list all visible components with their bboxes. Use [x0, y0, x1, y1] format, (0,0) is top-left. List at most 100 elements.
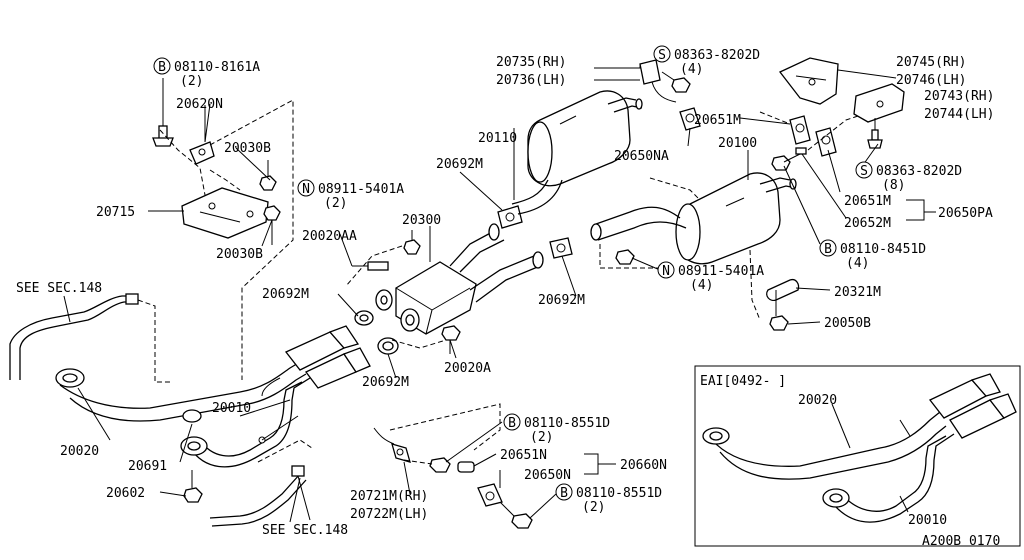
label-20030b-top: 20030B — [224, 141, 271, 156]
gasket-20691 — [182, 409, 202, 423]
label-20746-lh: 20746(LH) — [896, 73, 966, 88]
label-20715: 20715 — [96, 205, 135, 220]
label-08110-8161a-qty: (2) — [180, 74, 203, 89]
label-08110-8551d-upper-qty: (2) — [530, 430, 553, 445]
hanger-20650n — [477, 483, 503, 507]
label-20650n: 20650N — [524, 468, 571, 483]
label-20652m: 20652M — [844, 216, 891, 231]
label-08110-8551d-upper: 08110-8551D — [524, 416, 610, 431]
badge-b-08110-8161a: B — [153, 57, 171, 75]
heat-shield-20745 — [778, 57, 839, 105]
label-08911-5401a-right: 08911-5401A — [678, 264, 764, 279]
nut-20602 — [183, 470, 203, 503]
label-08110-8451d: 08110-8451D — [840, 242, 926, 257]
label-20692m-left: 20692M — [262, 287, 309, 302]
bolt-20020a — [441, 325, 461, 354]
gasket-20692m-upper — [497, 205, 523, 229]
badge-b-letter: B — [158, 60, 166, 75]
label-20743-rh: 20743(RH) — [924, 89, 994, 104]
insulator-20651n — [457, 461, 475, 473]
badge-n-letter: N — [662, 264, 670, 279]
label-20650na: 20650NA — [614, 149, 669, 164]
badge-n-letter: N — [302, 182, 310, 197]
sensor-cable — [258, 377, 299, 444]
gasket-20692m-mid — [549, 237, 573, 259]
badge-b-letter: B — [824, 242, 832, 257]
badge-n-08911-5401a-left: N — [297, 179, 315, 197]
label-08363-8202d-top: 08363-8202D — [674, 48, 760, 63]
badge-s-letter: S — [860, 164, 868, 179]
label-08363-8202d-right: 08363-8202D — [876, 164, 962, 179]
bolt-08110-8551d-lower — [499, 501, 533, 529]
label-20745-rh: 20745(RH) — [896, 55, 966, 70]
label-20692m-lower: 20692M — [362, 375, 409, 390]
gasket-20692m-left — [354, 310, 374, 326]
nut-20050b — [769, 315, 789, 331]
label-see-sec-148-left: SEE SEC.148 — [16, 281, 102, 296]
label-20100: 20100 — [718, 136, 757, 151]
nut-08911-5401a-left — [403, 230, 421, 255]
label-20300: 20300 — [402, 213, 441, 228]
see-sec-148-bottom-pipe — [209, 439, 313, 527]
hanger-bracket-20735 — [639, 59, 677, 103]
front-exhaust-tube-20010 — [180, 347, 371, 468]
label-20020a: 20020A — [444, 361, 491, 376]
label-20050b: 20050B — [824, 316, 871, 331]
label-20030b-bottom: 20030B — [216, 247, 263, 262]
label-20692m-upper: 20692M — [436, 157, 483, 172]
badge-s-08363-8202d-right: S — [855, 161, 873, 179]
label-20020: 20020 — [60, 444, 99, 459]
leader-lines — [77, 64, 936, 523]
badge-b-08110-8551d-upper: B — [503, 413, 521, 431]
see-sec-148-left-pipe — [9, 293, 172, 383]
bracket-20652m — [795, 147, 807, 155]
bolt-20020aa — [352, 261, 389, 271]
inset-code: EAI[0492- ] — [700, 374, 786, 389]
label-20620n: 20620N — [176, 97, 223, 112]
badge-b-letter: B — [560, 486, 568, 501]
label-20660n: 20660N — [620, 458, 667, 473]
label-20736-lh: 20736(LH) — [496, 73, 566, 88]
badge-n-08911-5401a-right: N — [657, 261, 675, 279]
diagram-code: A200B 0170 — [922, 534, 1000, 549]
badge-b-08110-8451d: B — [819, 239, 837, 257]
label-20735-rh: 20735(RH) — [496, 55, 566, 70]
label-08110-8161a: 08110-8161A — [174, 60, 260, 75]
label-20602: 20602 — [106, 486, 145, 501]
label-08110-8551d-lower: 08110-8551D — [576, 486, 662, 501]
center-muffler-20300 — [375, 223, 544, 335]
variant-inset — [694, 365, 1021, 547]
hanger-20651m-top — [789, 115, 811, 145]
hanger-rubber-20650na — [679, 107, 701, 131]
nut-08911-5401a-right — [615, 249, 635, 265]
label-20651m-top: 20651M — [694, 113, 741, 128]
label-20651n: 20651N — [500, 448, 547, 463]
label-20020aa: 20020AA — [302, 229, 357, 244]
label-20691: 20691 — [128, 459, 167, 474]
hanger-bracket-20721m — [373, 427, 411, 463]
label-08911-5401a-left: 08911-5401A — [318, 182, 404, 197]
label-08911-5401a-right-qty: (4) — [690, 278, 713, 293]
label-inset-20020: 20020 — [798, 393, 837, 408]
main-muffler-20110 — [511, 90, 643, 215]
nut-20030b-top — [259, 160, 277, 191]
label-20721m-rh: 20721M(RH) — [350, 489, 428, 504]
label-inset-20010: 20010 — [908, 513, 947, 528]
badge-b-letter: B — [508, 416, 516, 431]
label-08110-8551d-lower-qty: (2) — [582, 500, 605, 515]
label-20010: 20010 — [212, 401, 251, 416]
screw-08363-8202d-top — [661, 71, 691, 93]
label-08911-5401a-left-qty: (2) — [324, 196, 347, 211]
label-20744-lh: 20744(LH) — [924, 107, 994, 122]
heat-shield-20743 — [853, 83, 905, 123]
screw-08363-8202d-right — [867, 118, 883, 149]
gasket-20692m-lower — [377, 337, 399, 355]
bolt-08110-8161a — [152, 78, 174, 147]
heat-insulator-bracket-group — [152, 78, 294, 380]
main-muffler-20100 — [590, 150, 797, 265]
label-20110: 20110 — [478, 131, 517, 146]
badge-s-08363-8202d-top: S — [653, 45, 671, 63]
label-20650pa: 20650PA — [938, 206, 993, 221]
hanger-20651m-right — [815, 127, 837, 157]
